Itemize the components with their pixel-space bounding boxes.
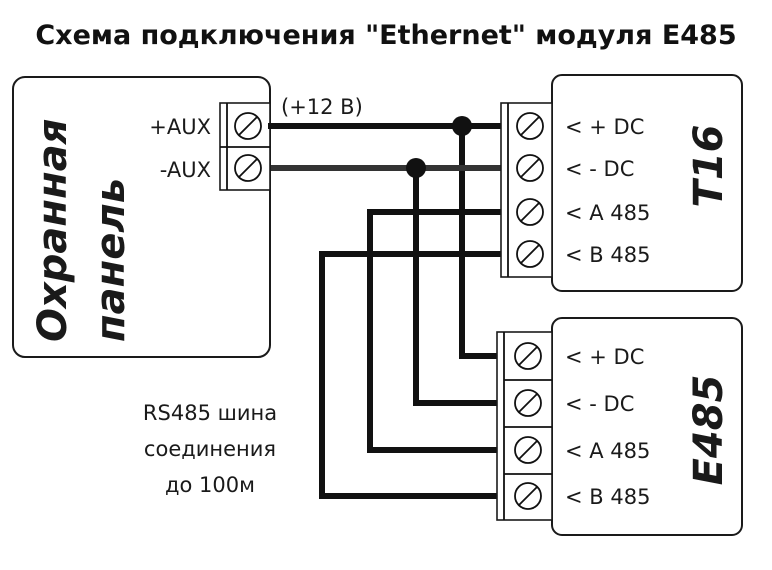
t16-terminal-a485: < A 485 bbox=[565, 201, 650, 225]
junction-dot-minus bbox=[406, 158, 426, 178]
panel-terminal-block bbox=[219, 102, 271, 191]
security-panel: Охранная панель +AUX -AUX bbox=[12, 76, 271, 358]
bus-note-line3: до 100м bbox=[165, 473, 255, 497]
screw-icon bbox=[516, 112, 544, 140]
rs485-bus-note: RS485 шина соединения до 100м bbox=[143, 401, 277, 497]
e485-name: E485 bbox=[686, 375, 732, 486]
e485-terminal-b485: < B 485 bbox=[565, 485, 650, 509]
e485-terminal-minus-dc: < - DC bbox=[565, 392, 634, 416]
wire-plus-to-e485 bbox=[459, 123, 501, 359]
wires bbox=[268, 116, 505, 499]
screw-icon bbox=[514, 436, 542, 464]
wire-a485 bbox=[367, 209, 505, 453]
t16-terminal-b485: < B 485 bbox=[565, 243, 650, 267]
screw-icon bbox=[514, 482, 542, 510]
screw-icon bbox=[514, 342, 542, 370]
terminal-label-minus-aux: -AUX bbox=[160, 158, 211, 182]
diagram-title: Схема подключения "Ethernet" модуля E485 bbox=[35, 20, 736, 51]
bus-note-line1: RS485 шина bbox=[143, 401, 277, 425]
t16-terminal-plus-dc: < + DC bbox=[565, 115, 644, 139]
security-panel-name-line1: Охранная bbox=[30, 119, 76, 342]
t16-terminal-block bbox=[500, 102, 553, 278]
wire-minus-to-e485 bbox=[413, 165, 501, 406]
junction-dot-plus bbox=[452, 116, 472, 136]
e485-terminal-block bbox=[496, 331, 553, 521]
screw-icon bbox=[516, 240, 544, 268]
wire-b485 bbox=[319, 251, 505, 499]
screw-icon bbox=[234, 154, 262, 182]
screw-icon bbox=[516, 198, 544, 226]
t16-name: T16 bbox=[686, 125, 732, 208]
e485-module: < + DC < - DC < A 485 < B 485 E485 bbox=[496, 317, 743, 536]
screw-icon bbox=[514, 389, 542, 417]
screw-icon bbox=[516, 154, 544, 182]
e485-terminal-plus-dc: < + DC bbox=[565, 345, 644, 369]
security-panel-name-line2: панель bbox=[88, 178, 134, 342]
screw-icon bbox=[234, 112, 262, 140]
security-panel-box bbox=[12, 76, 271, 358]
bus-note-line2: соединения bbox=[144, 437, 276, 461]
t16-terminal-minus-dc: < - DC bbox=[565, 157, 634, 181]
t16-module: < + DC < - DC < A 485 < B 485 T16 bbox=[500, 74, 743, 292]
e485-terminal-a485: < A 485 bbox=[565, 439, 650, 463]
voltage-note: (+12 В) bbox=[281, 95, 363, 119]
terminal-label-plus-aux: +AUX bbox=[149, 115, 211, 139]
